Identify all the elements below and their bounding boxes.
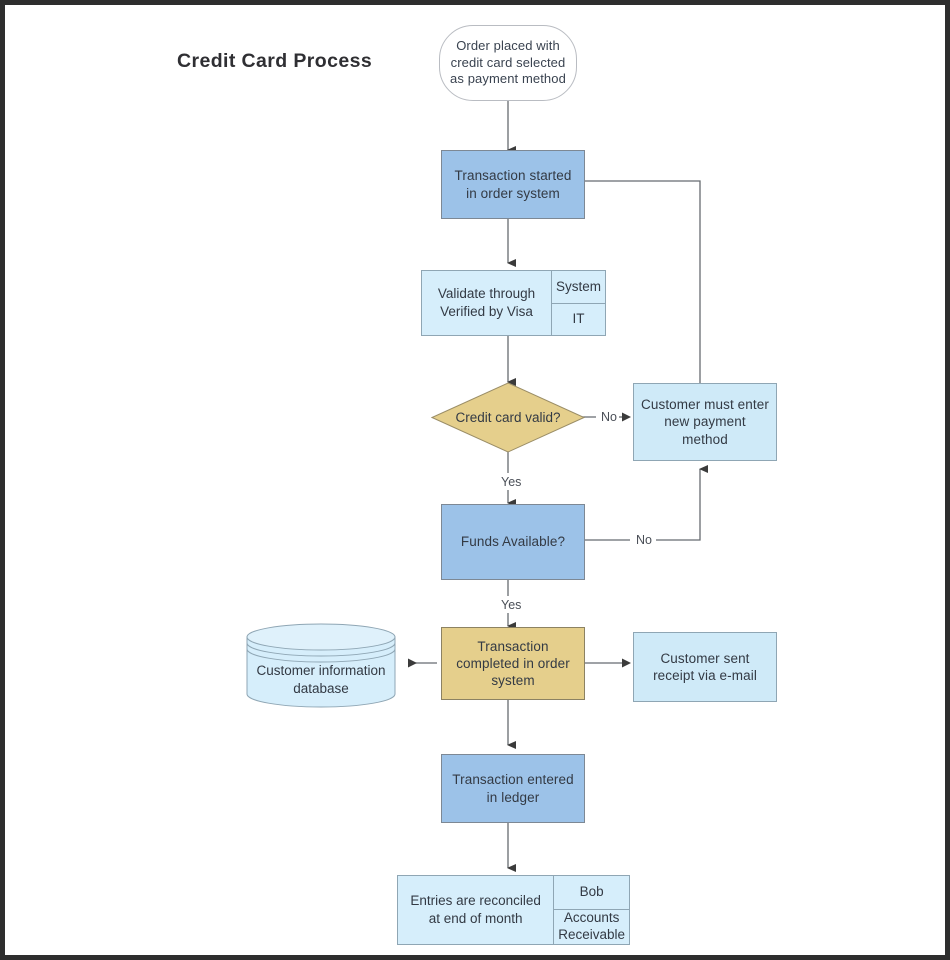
node-customer-sent-receipt[interactable]: Customer sent receipt via e-mail [633,632,777,702]
node-transaction-completed-label: Transaction completed in order system [456,638,570,689]
node-validate-role-department: IT [551,303,605,335]
node-customer-database-label: Customer information database [256,663,386,696]
node-customer-information-database[interactable]: Customer information database [246,623,396,709]
node-reconcile-role-department: Accounts Receivable [554,909,629,944]
node-validate-label: Validate through Verified by Visa [437,286,536,319]
node-ledger-label: Transaction entered in ledger [452,772,574,805]
node-reconcile-role-person: Bob [579,884,604,900]
edge-label-funds-available-yes: Yes [499,598,524,612]
node-entries-reconciled[interactable]: Entries are reconciled at end of month B… [397,875,630,945]
edge-label-funds-available-no: No [634,533,654,547]
database-cylinder-icon [246,623,396,708]
node-funds-available[interactable]: Funds Available? [441,504,585,580]
node-transaction-started[interactable]: Transaction started in order system [441,150,585,219]
node-funds-available-label: Funds Available? [460,534,566,550]
edge-label-credit-card-valid-no: No [599,410,619,424]
node-credit-card-valid-decision[interactable]: Credit card valid? [431,382,585,453]
flowchart-canvas: Credit Card Process Order placed with cr… [5,5,945,955]
edge-funds-no-riser [656,465,708,541]
diamond-shape-icon [431,382,585,453]
node-validate-role-system: System [555,278,601,294]
node-start-label: Order placed with credit card selected a… [450,38,566,87]
edge-label-credit-card-valid-yes: Yes [499,475,524,489]
node-new-payment-method-label: Customer must enter new payment method [641,397,769,447]
node-start-order-placed[interactable]: Order placed with credit card selected a… [439,25,577,101]
node-validate-role-panel: System IT [550,271,605,335]
node-reconcile-label: Entries are reconciled at end of month [410,893,541,926]
node-transaction-entered-ledger[interactable]: Transaction entered in ledger [441,754,585,823]
node-receipt-email-label: Customer sent receipt via e-mail [653,650,757,683]
node-credit-card-valid-label: Credit card valid? [455,409,561,425]
node-customer-new-payment-method[interactable]: Customer must enter new payment method [633,383,777,461]
node-transaction-completed[interactable]: Transaction completed in order system [441,627,585,700]
node-reconcile-role-panel: Bob Accounts Receivable [553,876,629,944]
node-transaction-started-label: Transaction started in order system [454,168,572,201]
node-validate-verified-by-visa[interactable]: Validate through Verified by Visa System… [421,270,606,336]
page-title: Credit Card Process [177,50,373,72]
